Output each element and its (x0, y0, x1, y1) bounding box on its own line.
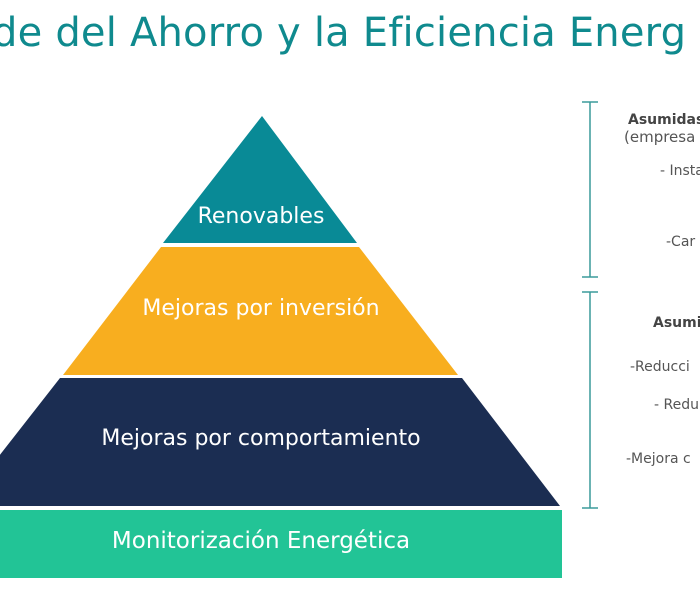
level-monitorizacion-label: Monitorización Energética (111, 528, 411, 554)
level-renovables-shape (163, 116, 357, 243)
right-top-item-2: -Car (666, 234, 696, 250)
right-top-subheading: (empresa (624, 128, 696, 146)
level-inversion-label: Mejoras por inversión (142, 296, 380, 321)
bracket-top (582, 101, 598, 278)
level-renovables-label: Renovables (197, 204, 325, 229)
level-inversion-shape (63, 247, 458, 375)
level-comportamiento-label: Mejoras por comportamiento (101, 426, 421, 451)
right-bottom-item-1: -Reducci (630, 359, 690, 375)
right-top-item-1: - Insta (660, 163, 700, 179)
page-title: de del Ahorro y la Eficiencia Energ (0, 10, 687, 56)
right-top-heading: Asumidas (628, 112, 700, 128)
level-comportamiento-shape (0, 378, 560, 506)
bracket-bottom (582, 291, 598, 509)
right-bottom-item-2: - Redu (654, 397, 699, 413)
level-monitorizacion-shape (0, 510, 562, 578)
right-bottom-heading: Asumi (653, 315, 700, 331)
right-bottom-item-3: -Mejora c (626, 451, 691, 467)
